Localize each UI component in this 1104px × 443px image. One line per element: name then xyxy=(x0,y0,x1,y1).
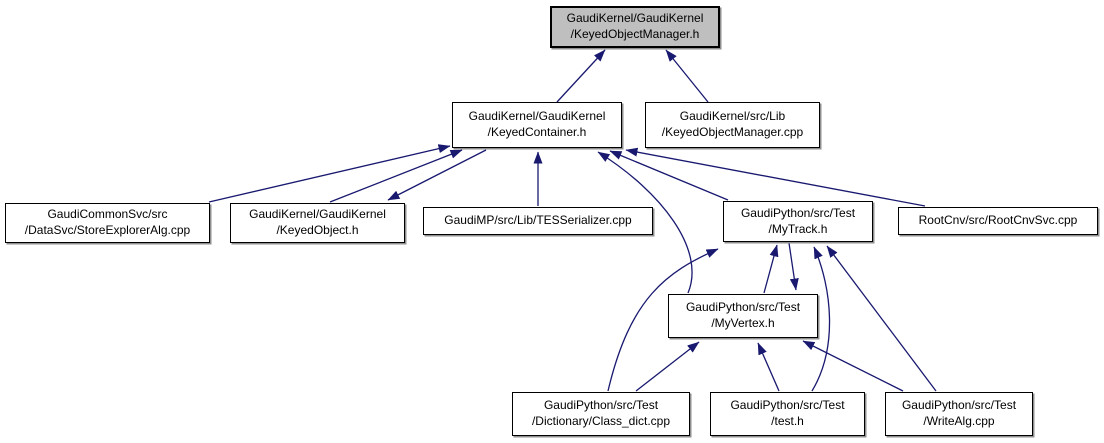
edge-mytrack-to-keyedcontainer xyxy=(609,150,729,201)
edge-storeexploreralg-to-keyedcontainer xyxy=(208,144,451,203)
node-keyedcontainer-h[interactable]: GaudiKernel/GaudiKernel /KeyedContainer.… xyxy=(452,102,622,148)
edge-writealg-to-mytrack xyxy=(826,245,937,392)
edge-testh-to-myvertex xyxy=(757,342,780,392)
node-writealg-cpp[interactable]: GaudiPython/src/Test /WriteAlg.cpp xyxy=(885,392,1033,436)
edge-keyedcontainer-to-keyedobject xyxy=(387,149,487,201)
node-mytrack-h[interactable]: GaudiPython/src/Test /MyTrack.h xyxy=(723,201,873,242)
edge-myvertex-to-mytrack xyxy=(763,244,779,294)
node-label: GaudiKernel/GaudiKernel /KeyedObjectMana… xyxy=(566,11,704,41)
node-storeexploreralg-cpp[interactable]: GaudiCommonSvc/src /DataSvc/StoreExplore… xyxy=(5,203,210,243)
node-myvertex-h[interactable]: GaudiPython/src/Test /MyVertex.h xyxy=(668,294,818,338)
edge-keyedcontainer-to-keyedobjectmanager-h xyxy=(556,49,606,103)
node-label: GaudiCommonSvc/src /DataSvc/StoreExplore… xyxy=(24,207,191,237)
node-label: GaudiKernel/GaudiKernel /KeyedContainer.… xyxy=(468,109,606,139)
node-label: GaudiPython/src/Test /WriteAlg.cpp xyxy=(901,398,1017,428)
node-label: GaudiKernel/src/Lib /KeyedObjectManager.… xyxy=(661,109,804,139)
edge-myvertex-to-keyedcontainer xyxy=(597,151,693,294)
edge-writealg-to-myvertex xyxy=(802,340,904,392)
edge-classdict-to-myvertex xyxy=(635,341,700,392)
node-tesserializer-cpp[interactable]: GaudiMP/src/Lib/TESSerializer.cpp xyxy=(423,207,653,235)
node-keyedobjectmanager-h[interactable]: GaudiKernel/GaudiKernel /KeyedObjectMana… xyxy=(550,6,720,48)
node-label: GaudiKernel/GaudiKernel /KeyedObject.h xyxy=(249,207,386,237)
edge-testh-to-mytrack xyxy=(811,246,831,392)
node-classdict-cpp[interactable]: GaudiPython/src/Test /Dictionary/Class_d… xyxy=(512,392,690,436)
node-label: GaudiMP/src/Lib/TESSerializer.cpp xyxy=(444,213,632,228)
edge-keyedobject-to-keyedcontainer xyxy=(329,149,463,203)
node-label: RootCnv/src/RootCnvSvc.cpp xyxy=(918,213,1078,228)
node-label: GaudiPython/src/Test /Dictionary/Class_d… xyxy=(531,398,671,428)
node-keyedobjectmanager-cpp[interactable]: GaudiKernel/src/Lib /KeyedObjectManager.… xyxy=(645,102,820,148)
node-label: GaudiPython/src/Test /test.h xyxy=(730,398,845,428)
node-test-h[interactable]: GaudiPython/src/Test /test.h xyxy=(710,392,865,436)
node-label: GaudiPython/src/Test /MyTrack.h xyxy=(740,205,856,236)
node-keyedobject-h[interactable]: GaudiKernel/GaudiKernel /KeyedObject.h xyxy=(230,203,405,243)
edge-classdict-to-mytrack xyxy=(607,248,719,392)
edge-keyedobjectmanager-cpp-to-keyedobjectmanager-h xyxy=(665,49,709,103)
edge-mytrack-to-myvertex xyxy=(788,242,799,291)
node-rootcnvsvc-cpp[interactable]: RootCnv/src/RootCnvSvc.cpp xyxy=(898,207,1098,235)
node-label: GaudiPython/src/Test /MyVertex.h xyxy=(685,300,801,330)
edge-rootcnvsvc-to-keyedcontainer xyxy=(625,147,926,207)
